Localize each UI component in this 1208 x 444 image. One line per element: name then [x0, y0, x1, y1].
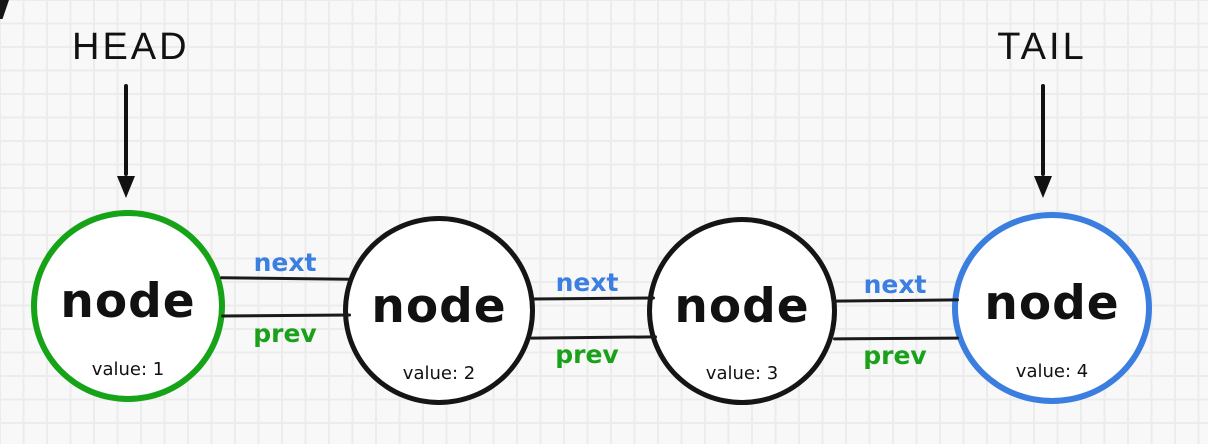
- prev-label-1: prev: [253, 319, 317, 348]
- node-3-title: node: [674, 279, 810, 335]
- tail-arrow-icon: [1031, 84, 1055, 200]
- head-arrow-tip: [117, 176, 135, 198]
- prev-label-2: prev: [555, 340, 619, 369]
- node-2-value: value: 2: [402, 363, 476, 384]
- node-2: node value: 2: [343, 216, 535, 405]
- node-3-value: value: 3: [705, 363, 779, 384]
- next-link-line-2: [529, 296, 656, 301]
- node-4-tail: node value: 4: [952, 212, 1152, 404]
- node-1-head: node value: 1: [31, 210, 225, 402]
- head-label: HEAD: [72, 26, 190, 68]
- node-1-value: value: 1: [91, 359, 165, 380]
- tail-arrow-tip: [1034, 176, 1052, 198]
- head-arrow-shaft: [124, 84, 128, 176]
- corner-pen-mark: [0, 0, 9, 19]
- head-arrow-icon: [114, 84, 138, 200]
- prev-link-line-1: [220, 313, 352, 318]
- tail-label: TAIL: [997, 26, 1087, 68]
- next-label-3: next: [863, 270, 927, 299]
- next-label-2: next: [555, 268, 619, 297]
- next-label-1: next: [253, 248, 317, 277]
- node-3: node value: 3: [647, 217, 837, 405]
- node-1-title: node: [60, 274, 196, 330]
- node-4-value: value: 4: [1015, 361, 1089, 382]
- prev-link-line-2: [529, 335, 658, 340]
- prev-link-line-3: [832, 336, 960, 341]
- node-2-title: node: [371, 278, 507, 334]
- node-4-title: node: [984, 276, 1120, 332]
- prev-label-3: prev: [863, 341, 927, 370]
- tail-arrow-shaft: [1041, 84, 1045, 176]
